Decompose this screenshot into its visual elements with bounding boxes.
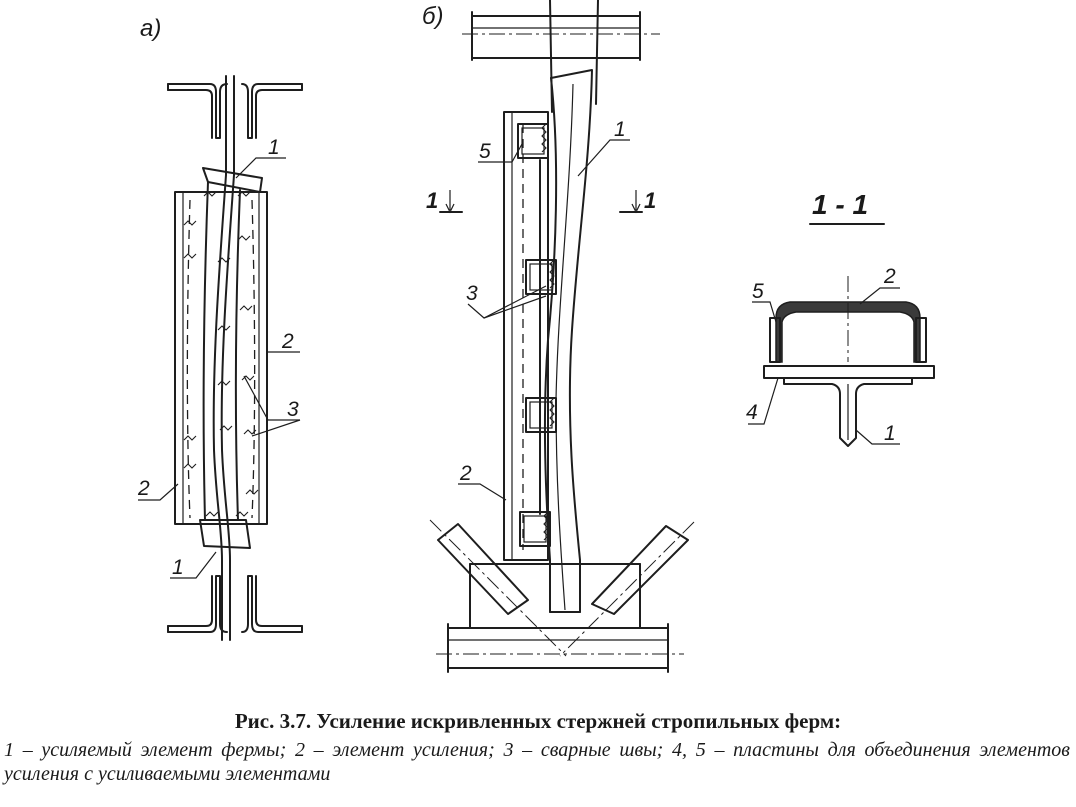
panel-a-title: а): [140, 15, 161, 42]
reinforcement-element-2-b: [503, 111, 549, 561]
callout-section-2: 2: [883, 265, 896, 288]
weld-marks-a: [183, 191, 259, 517]
panel-b-title: б): [422, 3, 444, 30]
reinforcement-element-2-a: [174, 191, 268, 525]
top-chord-b: [462, 0, 660, 113]
diagonals-and-bottom-chord-b: [429, 519, 695, 673]
callout-section-5: 5: [752, 280, 764, 303]
panel-a: а): [137, 15, 303, 641]
section-title: 1 - 1: [812, 189, 868, 220]
callout-section-4: 4: [746, 401, 758, 424]
bottom-chord-tee: [167, 575, 303, 633]
leaders-a: 1 2 3 2 1: [137, 136, 301, 579]
callout-b-3: 3: [466, 282, 478, 305]
curved-element-1-a: [212, 75, 235, 641]
callout-section-1: 1: [884, 422, 896, 445]
callout-a-1-bottom: 1: [172, 556, 184, 579]
callout-b-1: 1: [614, 118, 626, 141]
callout-b-2: 2: [459, 462, 472, 485]
callout-a-3: 3: [287, 398, 299, 421]
panel-b: б): [422, 0, 695, 673]
connecting-plates-b: [517, 123, 557, 547]
cut-mark-left-label: 1: [426, 188, 438, 213]
figure-caption: Рис. 3.7. Усиление искривленных стержней…: [0, 708, 1076, 786]
callout-b-5: 5: [479, 140, 491, 163]
callout-a-2-left: 2: [137, 477, 150, 500]
callout-a-2-right: 2: [281, 330, 294, 353]
technical-drawing: а): [137, 0, 935, 673]
section-1-1: 1 - 1 5 2 4 1: [746, 189, 935, 447]
cut-mark-right-label: 1: [644, 188, 656, 213]
caption-title: Рис. 3.7. Усиление искривленных стержней…: [234, 709, 842, 733]
curved-element-1-b: [543, 69, 593, 613]
callout-a-1-top: 1: [268, 136, 280, 159]
inner-plates-a: [199, 167, 263, 549]
top-chord-tee: [167, 83, 303, 139]
caption-legend: 1 – усиляемый элемент фермы; 2 – элемент…: [4, 739, 1070, 785]
leaders-b: 5 1 3 2: [458, 118, 630, 501]
cut-marks: 1 1: [426, 188, 656, 214]
